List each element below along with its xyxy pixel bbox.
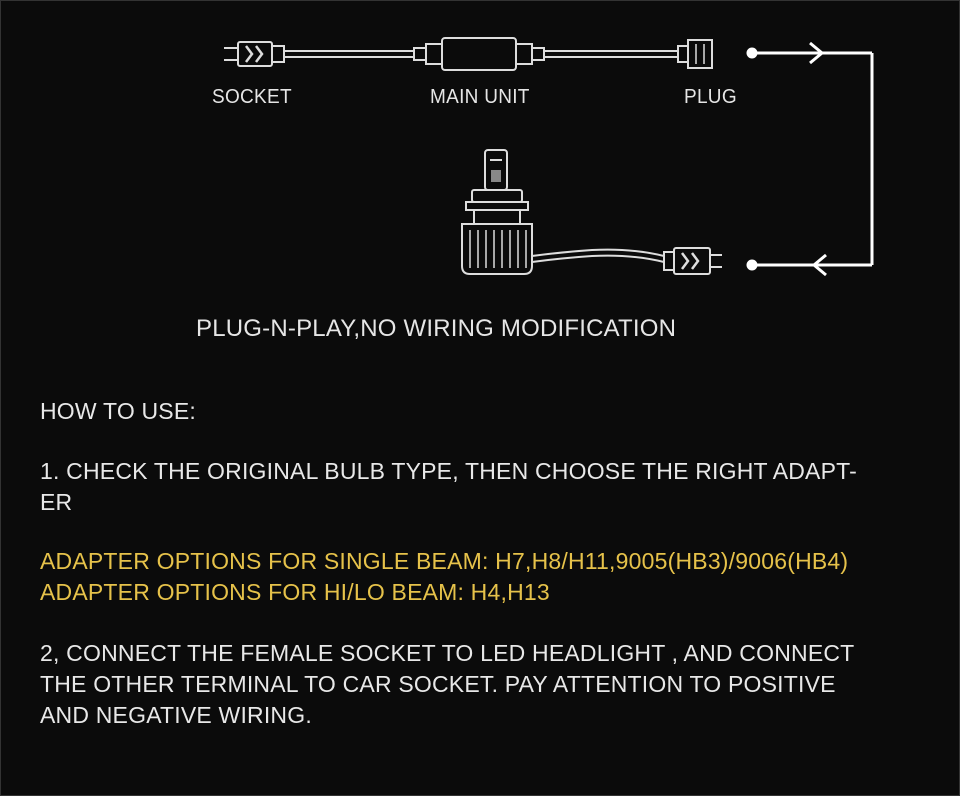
how-to-use-heading: HOW TO USE: xyxy=(40,398,196,424)
step-1-line-2: ER xyxy=(40,489,73,515)
socket-label: SOCKET xyxy=(212,86,292,108)
connection-loop xyxy=(746,41,874,277)
plug-label: PLUG xyxy=(684,86,737,108)
step-2-line-1: 2, CONNECT THE FEMALE SOCKET TO LED HEAD… xyxy=(40,640,855,666)
wiring-diagram xyxy=(224,37,874,277)
step-1: 1. CHECK THE ORIGINAL BULB TYPE, THEN CH… xyxy=(40,456,930,518)
led-bulb xyxy=(461,149,533,275)
step-2-line-2: THE OTHER TERMINAL TO CAR SOCKET. PAY AT… xyxy=(40,671,836,697)
cable-socket-main xyxy=(284,50,414,58)
bulb-connector xyxy=(663,247,722,275)
step-2: 2, CONNECT THE FEMALE SOCKET TO LED HEAD… xyxy=(40,638,930,731)
main-unit-label: MAIN UNIT xyxy=(430,86,530,108)
hilo-beam-options: ADAPTER OPTIONS FOR HI/LO BEAM: H4,H13 xyxy=(40,579,550,605)
step-1-line-1: 1. CHECK THE ORIGINAL BULB TYPE, THEN CH… xyxy=(40,458,857,484)
bulb-cable xyxy=(531,248,665,263)
plug-connector xyxy=(677,39,713,69)
main-unit-box xyxy=(413,37,545,71)
cable-main-plug xyxy=(544,50,678,58)
step-2-line-3: AND NEGATIVE WIRING. xyxy=(40,702,312,728)
socket-connector xyxy=(224,41,285,67)
adapter-options: ADAPTER OPTIONS FOR SINGLE BEAM: H7,H8/H… xyxy=(40,546,930,608)
diagram-caption: PLUG-N-PLAY,NO WIRING MODIFICATION xyxy=(196,315,677,342)
single-beam-options: ADAPTER OPTIONS FOR SINGLE BEAM: H7,H8/H… xyxy=(40,548,849,574)
